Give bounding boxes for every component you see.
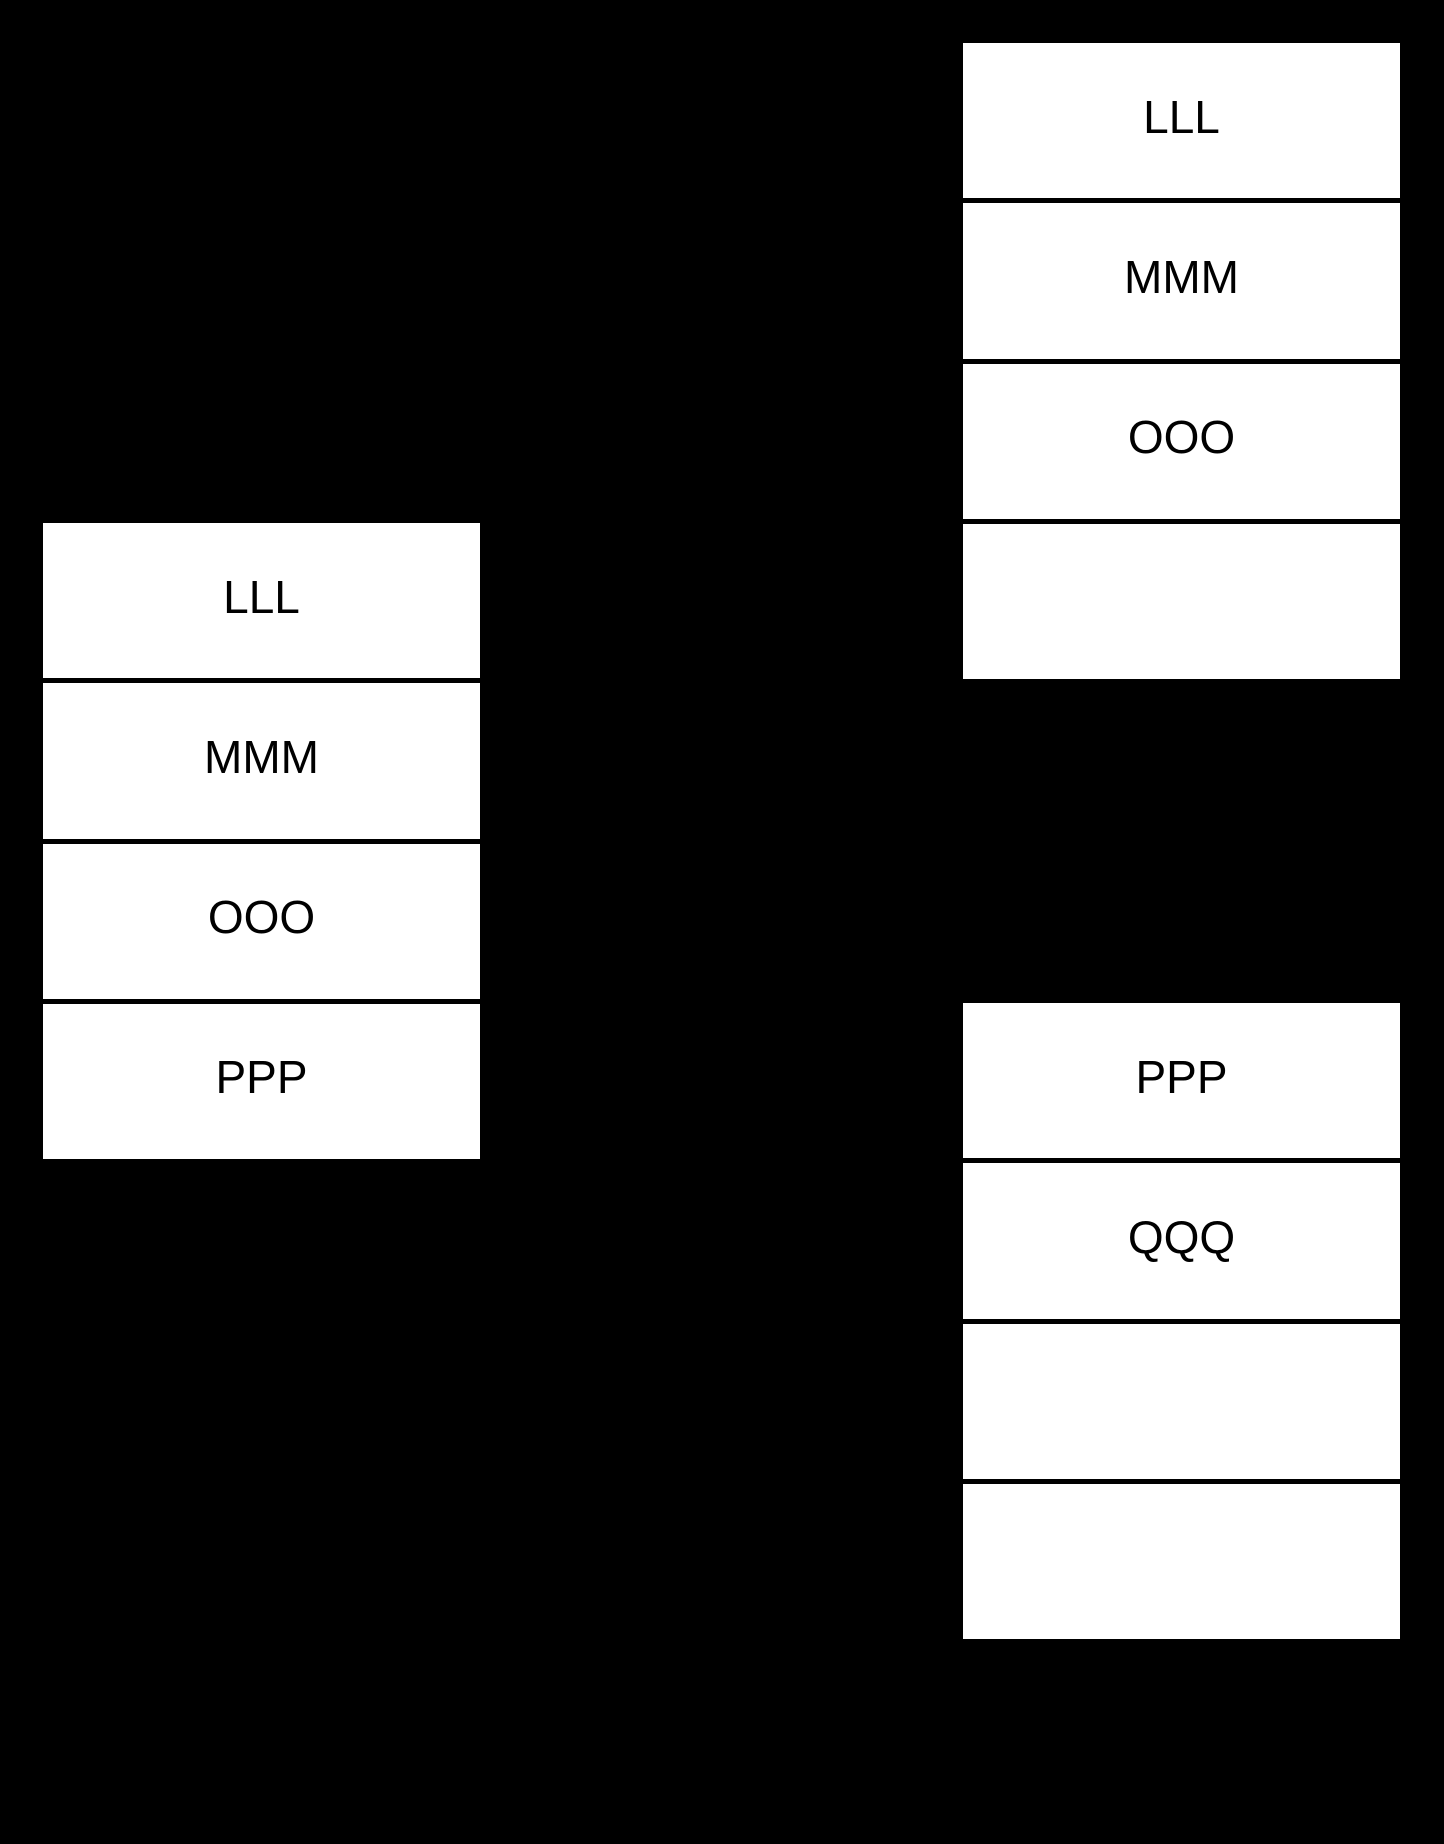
stack-top-right: LLL MMM OOO bbox=[963, 43, 1400, 679]
stack-row-label: LLL bbox=[1143, 90, 1220, 143]
stack-row-label: LLL bbox=[223, 570, 300, 623]
stack-row bbox=[963, 1483, 1400, 1639]
stack-row: PPP bbox=[963, 1003, 1400, 1159]
stack-left: LLL MMM OOO PPP bbox=[43, 523, 480, 1159]
stack-row: OOO bbox=[963, 363, 1400, 519]
stack-row: MMM bbox=[43, 683, 480, 839]
stack-row: PPP bbox=[43, 1003, 480, 1159]
stack-row bbox=[963, 1323, 1400, 1479]
stack-row: MMM bbox=[963, 203, 1400, 359]
stack-row-label: QQQ bbox=[1127, 1210, 1236, 1263]
stack-row-label: MMM bbox=[204, 730, 319, 783]
stack-row-label: PPP bbox=[1135, 1050, 1228, 1103]
stack-row bbox=[963, 523, 1400, 679]
stack-row: QQQ bbox=[963, 1163, 1400, 1319]
stack-row-label: OOO bbox=[1127, 411, 1236, 464]
stack-row-label: MMM bbox=[1124, 250, 1239, 303]
stack-row: LLL bbox=[43, 523, 480, 679]
stack-row: LLL bbox=[963, 43, 1400, 199]
stack-row-label: PPP bbox=[215, 1051, 308, 1104]
stack-row: OOO bbox=[43, 843, 480, 999]
stack-bottom-right: PPP QQQ bbox=[963, 1003, 1400, 1639]
stack-row-label: OOO bbox=[207, 891, 316, 944]
